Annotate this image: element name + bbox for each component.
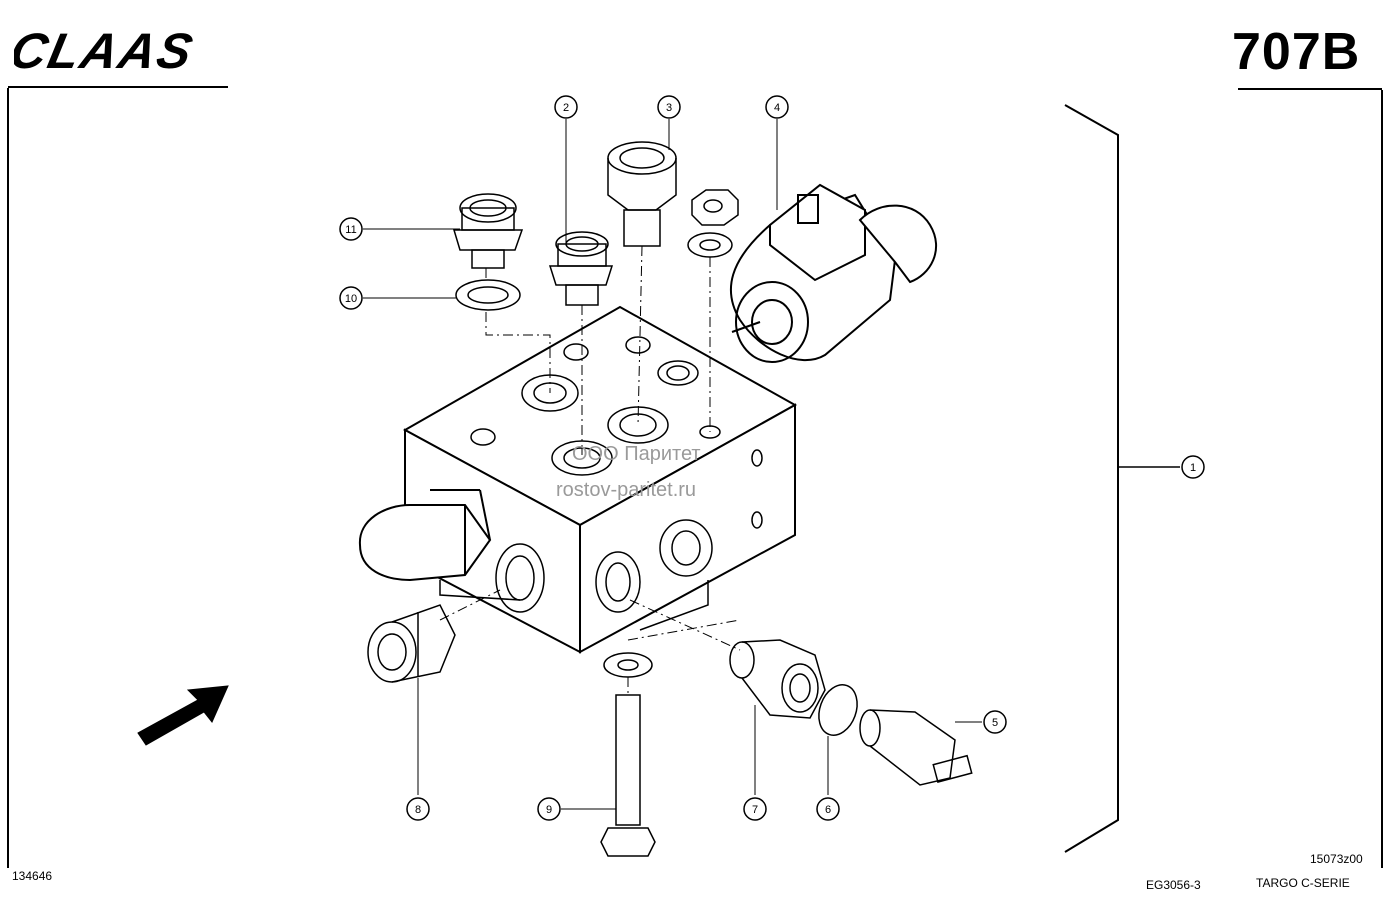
claas-logo: CLAAS <box>14 23 199 78</box>
callout-11: 11 <box>339 217 363 241</box>
callout-10: 10 <box>339 286 363 310</box>
solenoid-coil-4 <box>729 183 937 363</box>
side-ports <box>495 449 763 613</box>
svg-text:5: 5 <box>992 717 998 729</box>
nut-and-washer <box>687 189 739 258</box>
figure-code: 15073z00 <box>1310 852 1363 866</box>
watermark-company: ООО Паритет <box>572 443 701 465</box>
svg-text:6: 6 <box>825 804 831 816</box>
svg-text:8: 8 <box>415 804 421 816</box>
svg-text:4: 4 <box>774 102 780 114</box>
adapter-3 <box>607 141 677 247</box>
leader-lines <box>363 119 982 810</box>
callout-8: 8 <box>406 797 430 821</box>
callout-1: 1 <box>1181 455 1205 479</box>
logo-lettering: CLAAS <box>14 23 199 78</box>
svg-text:2: 2 <box>563 102 569 114</box>
cap-plug <box>358 489 492 582</box>
callout-2: 2 <box>554 95 578 119</box>
svg-text:7: 7 <box>752 804 758 816</box>
fitting-2 <box>548 231 614 306</box>
svg-text:9: 9 <box>546 804 552 816</box>
svg-text:11: 11 <box>345 224 356 236</box>
callout-4: 4 <box>765 95 789 119</box>
logo-underline <box>8 86 228 88</box>
bolt-9 <box>600 652 656 857</box>
drawing-id: 134646 <box>12 869 53 883</box>
series-name: TARGO C-SERIE <box>1256 876 1350 890</box>
svg-text:10: 10 <box>345 293 357 305</box>
callout-balloons: 1 2 3 4 5 6 7 <box>339 95 1205 821</box>
pressure-switch-5 <box>859 709 973 786</box>
svg-text:1: 1 <box>1190 462 1196 474</box>
adapter-7 <box>729 639 826 719</box>
direction-arrow <box>137 685 229 746</box>
assembly-bracket <box>1064 104 1119 853</box>
o-ring-6 <box>818 684 858 736</box>
callout-6: 6 <box>816 797 840 821</box>
washer-10 <box>455 279 521 311</box>
callout-9: 9 <box>537 797 561 821</box>
watermark-url: rostov-paritet.ru <box>556 479 697 501</box>
callout-3: 3 <box>657 95 681 119</box>
svg-text:3: 3 <box>666 102 672 114</box>
fitting-11 <box>452 193 524 269</box>
page-number: 707B <box>1232 23 1361 81</box>
valve-block <box>402 305 798 654</box>
callout-7: 7 <box>743 797 767 821</box>
group-code: EG3056-3 <box>1146 878 1201 892</box>
fitting-8 <box>367 604 456 683</box>
page-number-underline <box>1238 88 1382 90</box>
assembly-centerlines <box>439 245 741 695</box>
callout-5: 5 <box>983 710 1007 734</box>
